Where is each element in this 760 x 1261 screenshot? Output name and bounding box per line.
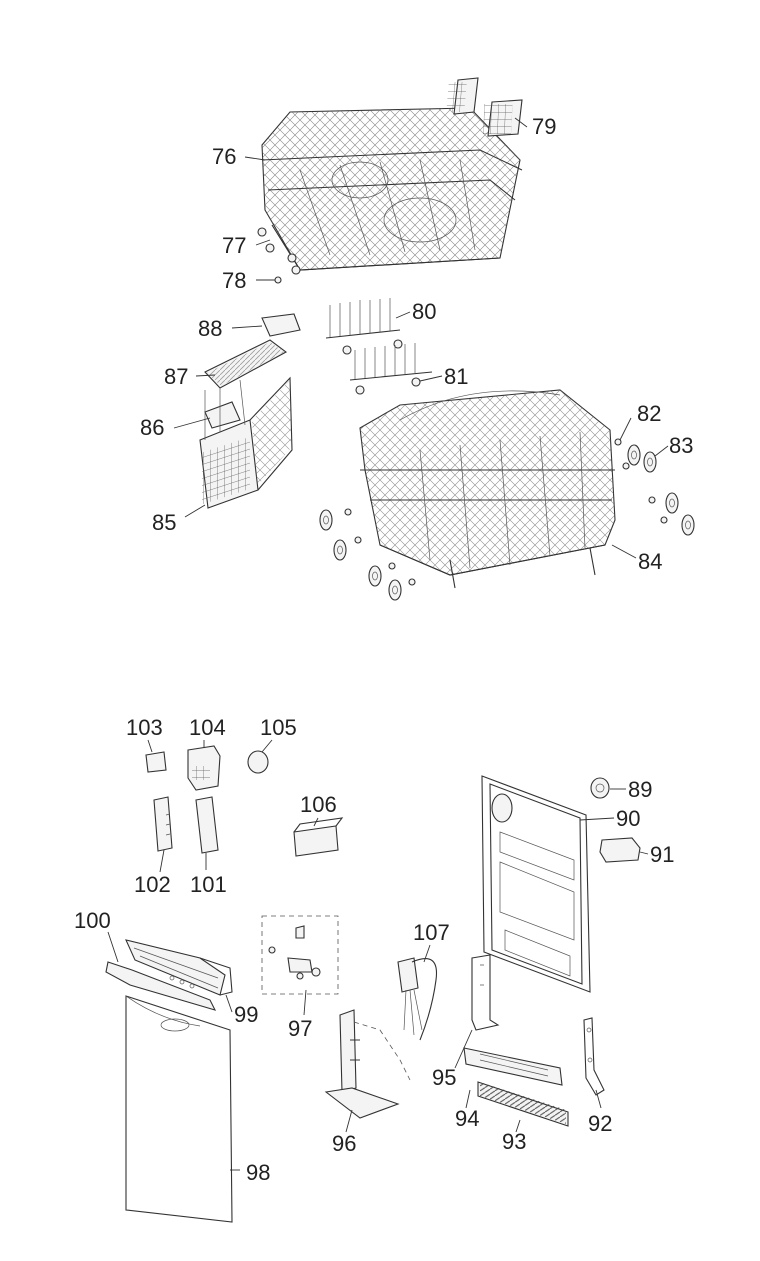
part-label-86: 86 xyxy=(140,415,164,440)
control-panel xyxy=(105,939,233,1011)
part-label-97: 97 xyxy=(288,1016,312,1041)
part-label-79: 79 xyxy=(532,114,556,139)
part-label-100: 100 xyxy=(74,908,111,933)
part-label-85: 85 xyxy=(152,510,176,535)
upper-rack xyxy=(261,107,523,271)
part-number-labels: 76 77 78 79 80 81 82 83 84 85 86 87 88 8… xyxy=(74,114,693,1185)
cutlery-basket xyxy=(199,313,301,509)
control-parts xyxy=(145,745,344,857)
part-label-81: 81 xyxy=(444,364,468,389)
rack-clips xyxy=(446,77,523,137)
part-label-101: 101 xyxy=(190,872,227,897)
part-label-96: 96 xyxy=(332,1131,356,1156)
part-label-78: 78 xyxy=(222,268,246,293)
part-label-105: 105 xyxy=(260,715,297,740)
part-label-77: 77 xyxy=(222,233,246,258)
hinge-parts xyxy=(324,954,605,1127)
outer-door-panel xyxy=(125,995,233,1223)
part-label-88: 88 xyxy=(198,316,222,341)
lower-rack xyxy=(359,389,616,589)
door-small-parts xyxy=(590,777,641,863)
part-label-94: 94 xyxy=(455,1106,479,1131)
part-label-104: 104 xyxy=(189,715,226,740)
part-label-80: 80 xyxy=(412,299,436,324)
part-label-95: 95 xyxy=(432,1065,456,1090)
part-label-91: 91 xyxy=(650,842,674,867)
part-label-107: 107 xyxy=(413,920,450,945)
part-label-89: 89 xyxy=(628,777,652,802)
part-label-87: 87 xyxy=(164,364,188,389)
part-label-83: 83 xyxy=(669,433,693,458)
part-label-82: 82 xyxy=(637,401,661,426)
leader-lines xyxy=(107,117,669,1171)
part-label-98: 98 xyxy=(246,1160,270,1185)
rack-adjuster-parts xyxy=(257,227,301,284)
part-label-76: 76 xyxy=(212,144,236,169)
latch-assembly xyxy=(261,915,339,995)
part-label-99: 99 xyxy=(234,1002,258,1027)
inner-door xyxy=(481,775,591,993)
part-label-103: 103 xyxy=(126,715,163,740)
part-label-90: 90 xyxy=(616,806,640,831)
rack-wheels xyxy=(319,438,695,601)
part-label-84: 84 xyxy=(638,549,662,574)
part-label-93: 93 xyxy=(502,1129,526,1154)
part-label-102: 102 xyxy=(134,872,171,897)
part-label-92: 92 xyxy=(588,1111,612,1136)
part-label-106: 106 xyxy=(300,792,337,817)
folding-tines xyxy=(325,298,433,395)
